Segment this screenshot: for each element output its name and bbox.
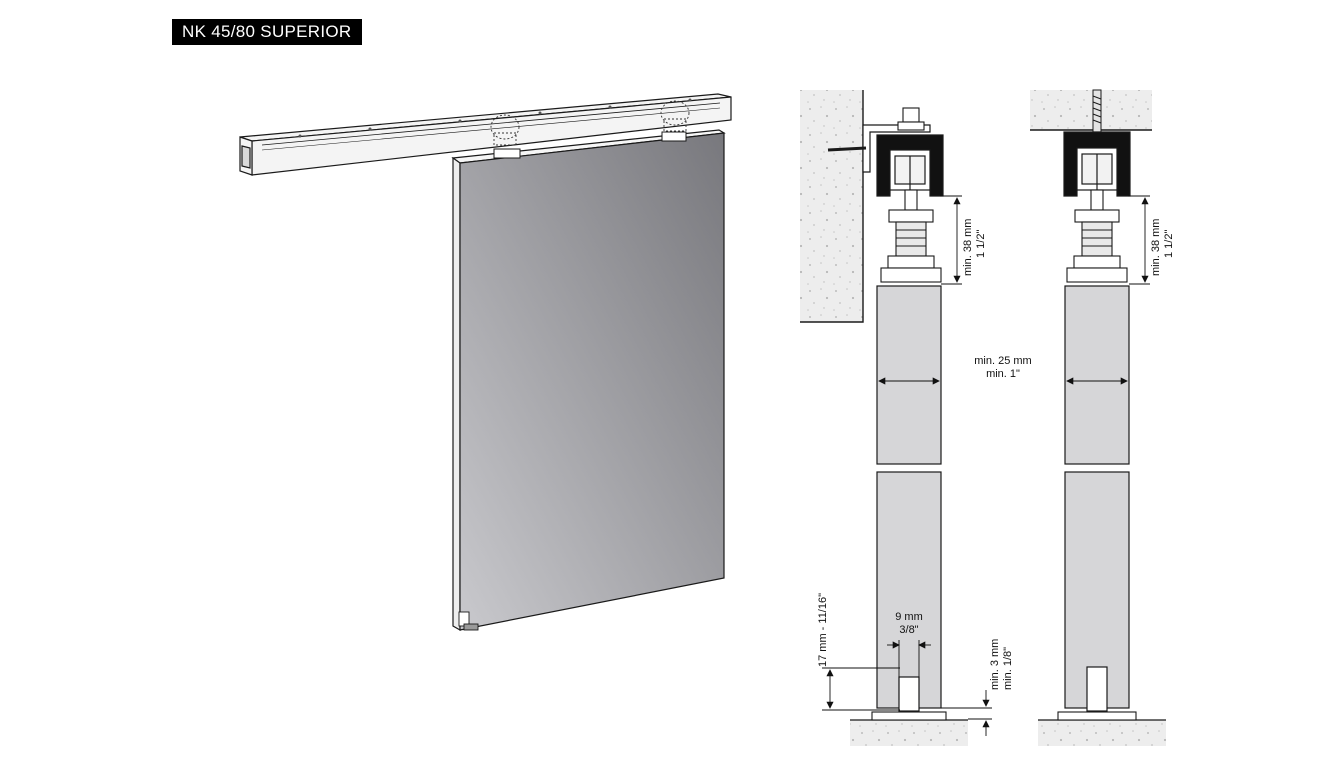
hanger-bolt-wall xyxy=(880,107,942,283)
door-section-ceiling xyxy=(1064,285,1130,712)
ceiling-mount-section xyxy=(1030,89,1166,746)
right-height-line1: min. 38 mm xyxy=(1150,219,1162,276)
dimension-labels: min. 38 mm 1 1/2" min. 38 mm 1 1/2" min.… xyxy=(817,219,1175,690)
gap-line1: min. 25 mm xyxy=(974,355,1031,367)
left-height-line1: min. 38 mm xyxy=(962,219,974,276)
gap-line2: min. 1" xyxy=(986,368,1020,380)
right-height-line2: 1 1/2" xyxy=(1163,230,1175,258)
floor-guide-ceiling xyxy=(1038,711,1166,746)
guide-width-line1: 9 mm xyxy=(895,611,923,623)
track-profile-ceiling xyxy=(1063,131,1131,197)
track-rail xyxy=(239,93,732,176)
floor-guide-wall xyxy=(850,711,968,746)
ceiling-hatch xyxy=(1030,90,1152,130)
wall-hatch xyxy=(800,90,863,322)
isometric-door-view xyxy=(239,93,732,632)
hanger-bolt-ceiling xyxy=(1066,189,1128,283)
door-panel xyxy=(451,129,726,632)
page-title: NK 45/80 SUPERIOR xyxy=(172,19,362,45)
dimension-lines xyxy=(822,195,1150,736)
guide-width-line2: 3/8" xyxy=(899,624,918,636)
guide-height-label: 17 mm - 11/16" xyxy=(817,593,829,667)
hidden-roller-carriages xyxy=(490,100,690,146)
track-profile-wall xyxy=(876,134,944,197)
rail-screw-holes xyxy=(298,98,692,138)
floor-gap-line2: min. 1/8" xyxy=(1002,647,1014,690)
door-section-wall xyxy=(876,285,942,712)
left-height-line2: 1 1/2" xyxy=(975,230,987,258)
floor-gap-line1: min. 3 mm xyxy=(989,639,1001,690)
wall-mount-section xyxy=(800,90,968,746)
